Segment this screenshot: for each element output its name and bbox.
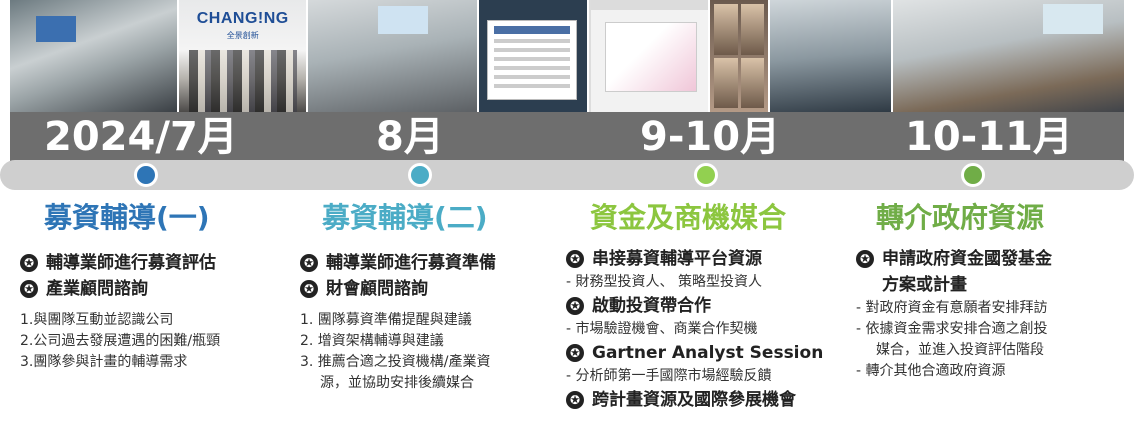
- phase-1-column: 募資輔導(一): [44, 196, 210, 240]
- star-icon: ✪: [20, 280, 38, 298]
- phase-1-bullet: ✪輔導業師進行募資評估: [20, 250, 220, 276]
- star-icon: ✪: [566, 297, 584, 315]
- phase-3-sub: - 分析師第一手國際市場經驗反饋: [566, 368, 772, 384]
- phase-2-item: 2. 增資架構輔導與建議: [300, 333, 444, 349]
- phase-2-item: 3. 推薦合適之投資機構/產業資: [300, 354, 491, 370]
- date-band: [10, 112, 1124, 162]
- photo-meeting-2: [308, 0, 478, 112]
- brand-logo-sub: 全景創新: [226, 31, 259, 40]
- star-icon: ✪: [300, 280, 318, 298]
- timeline-dot-phase-2: [408, 163, 432, 187]
- phase-3-bullet: ✪啟動投資帶合作: [566, 293, 823, 319]
- phase-4-sub: - 依據資金需求安排合適之創投: [856, 321, 1048, 337]
- phase-2-column: 募資輔導(二): [322, 196, 488, 240]
- phase-2-details: ✪輔導業師進行募資準備 ✪財會顧問諮詢 1. 團隊募資準備提醒與建議 2. 增資…: [300, 250, 496, 394]
- phase-4-title: 轉介政府資源: [876, 201, 1045, 234]
- phase-3-column: 資金及商機媒合: [590, 196, 786, 240]
- star-icon: ✪: [566, 344, 584, 362]
- date-phase-1: 2024/7月: [44, 114, 238, 160]
- phase-3-bullet: ✪Gartner Analyst Session: [566, 340, 823, 366]
- timeline-dot-phase-3: [694, 163, 718, 187]
- phase-3-details: ✪串接募資輔導平台資源 - 財務型投資人、 策略型投資人 ✪啟動投資帶合作 - …: [566, 246, 823, 413]
- phase-4-sub: - 對政府資金有意願者安排拜訪: [856, 300, 1048, 316]
- timeline-dot-phase-4: [961, 163, 985, 187]
- phase-1-bullet: ✪產業顧問諮詢: [20, 276, 220, 302]
- phase-3-sub: - 市場驗證機會、商業合作契機: [566, 321, 758, 337]
- phase-1-details: ✪輔導業師進行募資評估 ✪產業顧問諮詢 1.與團隊互動並認識公司 2.公司過去發…: [20, 250, 220, 373]
- star-icon: ✪: [566, 391, 584, 409]
- photo-video-call: [710, 0, 768, 112]
- timeline-dot-phase-1: [134, 163, 158, 187]
- photo-meeting-3: [769, 0, 892, 112]
- phase-4-sub: - 轉介其他合適政府資源: [856, 363, 1006, 379]
- phase-4-column: 轉介政府資源: [876, 196, 1044, 240]
- photo-group: CHANG!NG 全景創新: [179, 0, 307, 112]
- phase-2-item: 1. 團隊募資準備提醒與建議: [300, 312, 472, 328]
- star-icon: ✪: [566, 250, 584, 268]
- phase-1-item: 2.公司過去發展遭遇的困難/瓶頸: [20, 333, 221, 349]
- phase-1-title: 募資輔導(一): [44, 201, 210, 234]
- phase-4-bullet: ✪申請政府資金國發基金: [856, 246, 1052, 272]
- timeline-track: [0, 160, 1134, 190]
- photo-screen-browser: [588, 0, 709, 112]
- brand-logo-text: CHANG!NG: [196, 10, 289, 27]
- photo-meeting-4: [893, 0, 1124, 112]
- phase-4-sub: 媒合，並進入投資評估階段: [876, 342, 1044, 358]
- phase-2-item: 源，並協助安排後續媒合: [320, 375, 474, 391]
- star-icon: ✪: [856, 250, 874, 268]
- phase-3-bullet: ✪串接募資輔導平台資源: [566, 246, 823, 272]
- date-phase-4: 10-11月: [905, 114, 1073, 160]
- phase-2-bullet: ✪財會顧問諮詢: [300, 276, 496, 302]
- phase-3-title: 資金及商機媒合: [590, 201, 787, 234]
- date-phase-3: 9-10月: [640, 114, 781, 160]
- phase-1-item: 1.與團隊互動並認識公司: [20, 312, 174, 328]
- phase-1-item: 3.團隊參與計畫的輔導需求: [20, 354, 188, 370]
- star-icon: ✪: [20, 254, 38, 272]
- phase-3-bullet: ✪跨計畫資源及國際參展機會: [566, 387, 823, 413]
- photo-screen-doc: [479, 0, 587, 112]
- phase-4-details: ✪申請政府資金國發基金 方案或計畫 - 對政府資金有意願者安排拜訪 - 依據資金…: [856, 246, 1052, 382]
- phase-2-title: 募資輔導(二): [322, 201, 488, 234]
- photo-meeting-1: [10, 0, 178, 112]
- star-icon: ✪: [300, 254, 318, 272]
- date-phase-2: 8月: [376, 114, 444, 160]
- phase-3-sub: - 財務型投資人、 策略型投資人: [566, 274, 762, 290]
- phase-2-bullet: ✪輔導業師進行募資準備: [300, 250, 496, 276]
- photo-strip: CHANG!NG 全景創新: [10, 0, 1124, 112]
- phase-4-bullet-cont: 方案或計畫: [882, 275, 967, 295]
